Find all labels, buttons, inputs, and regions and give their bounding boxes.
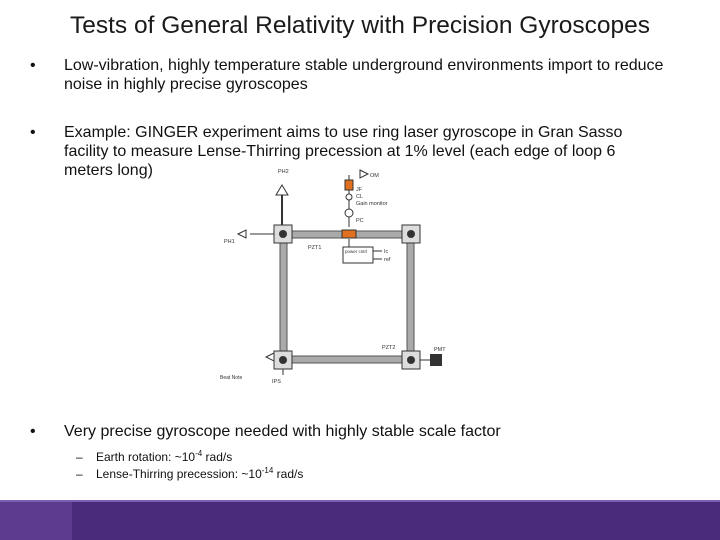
footer-divider [0,500,720,502]
bullet-marker: • [30,124,36,141]
bullet-text-ginger: Example: GINGER experiment aims to use r… [64,124,623,179]
label-pzt2: PZT2 [382,345,395,351]
bullet-text-scale-factor: Very precise gyroscope needed with highl… [64,423,501,440]
power-control-box [342,246,374,264]
label-pzt1: PZT1 [308,245,321,251]
label-ph2: PH2 [278,169,289,175]
sub-bullet-exponent: -4 [195,449,203,458]
sub-bullet-text: Lense-Thirring precession: ~10 [96,467,262,481]
sub-bullet-earth-rotation: –Earth rotation: ~10-4 rad/s [76,446,232,465]
sub-bullet-exponent: -14 [261,466,274,475]
footer-band [0,500,720,540]
label-power-cntrl: power cntrl [345,249,367,254]
sub-bullet-unit: rad/s [273,467,304,481]
label-jf: JF [356,187,363,193]
bullet-marker: • [30,57,36,74]
sub-bullet-lense-thirring: –Lense-Thirring precession: ~10-14 rad/s [76,463,303,482]
sub-bullet-unit: rad/s [202,450,233,464]
label-ic: Ic [384,249,389,255]
bullet-text-underground: Low-vibration, highly temperature stable… [64,57,664,93]
label-ph1: PH1 [224,239,235,245]
slide-title: Tests of General Relativity with Precisi… [69,12,651,39]
label-om: OM [370,173,379,179]
label-gain-monitor: Gain monitor [356,201,388,207]
laser-section [341,229,357,239]
footer-left-block [0,500,72,540]
label-cl: CL [356,194,363,200]
bullet-marker: • [30,423,36,440]
ginger-ring-laser-diagram: PH2 OM JF CL Gain monitor PC PH1 PZT1 po… [220,169,446,385]
sub-bullet-dash: – [76,467,83,481]
sub-bullet-text: Earth rotation: ~10 [96,450,196,464]
label-pc: PC [356,218,364,224]
label-beat-note: Beat Note [220,375,242,381]
label-ips: IPS [272,379,281,385]
label-pmt: PMT [434,347,446,353]
sub-bullet-dash: – [76,450,83,464]
label-ref: ref [384,257,391,263]
